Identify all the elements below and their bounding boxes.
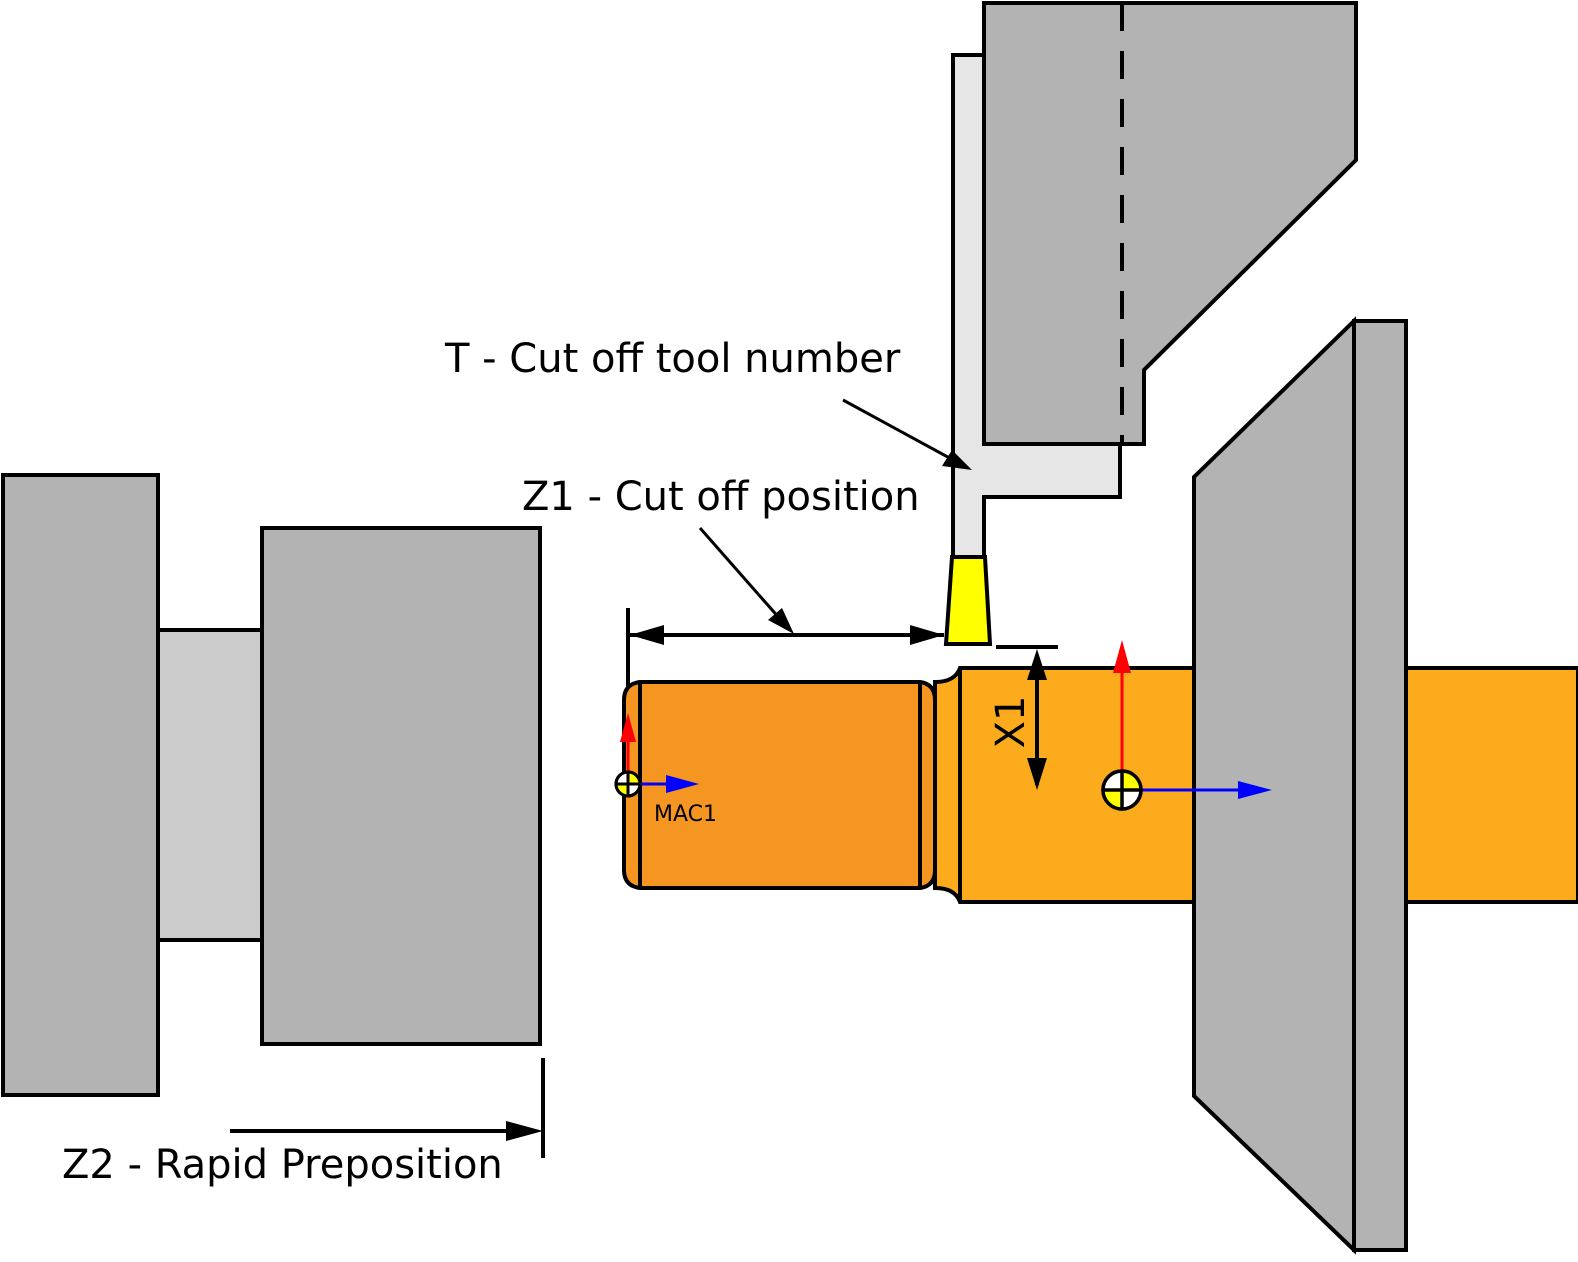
- x1-arrow-down: [1027, 758, 1047, 790]
- x1-arrow-up: [1027, 649, 1047, 680]
- mac1-label: MAC1: [654, 802, 717, 827]
- main-origin-icon: [1101, 769, 1143, 811]
- x1-label: X1: [988, 696, 1034, 749]
- main-spindle-chuck-body: [1352, 319, 1408, 1252]
- z1-arrow-right: [910, 625, 944, 645]
- mac1-z-axis-arrow: [666, 775, 699, 793]
- sub-spindle-neck: [156, 628, 264, 942]
- z1-arrow-left: [630, 625, 664, 645]
- t-label: T - Cut off tool number: [444, 336, 901, 382]
- t-leader-arrowhead: [942, 450, 972, 470]
- z1-leader-line: [698, 527, 790, 629]
- t-leader-line: [842, 398, 969, 470]
- mac1-origin-icon: [614, 770, 642, 798]
- cut-off-insert: [943, 555, 993, 646]
- sub-spindle-chuck: [260, 526, 542, 1046]
- sub-spindle-body: [1, 473, 160, 1097]
- mac1-x-axis-arrow: [620, 713, 636, 742]
- main-spindle-chuck-face: [1192, 316, 1356, 1255]
- z1-leader-arrowhead: [768, 608, 794, 634]
- z2-label: Z2 - Rapid Preposition: [62, 1142, 503, 1188]
- main-z-axis-arrow: [1238, 781, 1272, 799]
- z2-arrow-right: [506, 1121, 543, 1141]
- z1-label: Z1 - Cut off position: [522, 474, 920, 520]
- main-x-axis-arrow: [1113, 640, 1131, 673]
